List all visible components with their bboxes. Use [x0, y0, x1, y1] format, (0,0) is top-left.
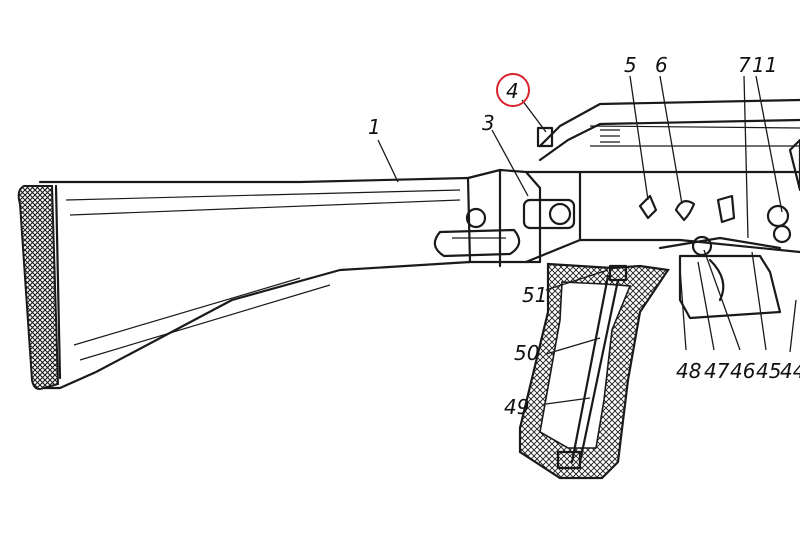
pistol-grip — [518, 262, 670, 480]
callout-50: 50 — [514, 341, 539, 365]
callout-44: 44 — [780, 359, 800, 383]
callout-51: 51 — [522, 283, 547, 307]
callout-6: 6 — [655, 53, 668, 77]
callout-45: 45 — [756, 359, 781, 383]
callout-5: 5 — [624, 53, 637, 77]
highlight-circle — [496, 73, 530, 107]
callout-48: 48 — [676, 359, 701, 383]
leader-lines — [377, 75, 797, 405]
sling-swivel — [433, 207, 521, 258]
callout-4: 4 — [506, 79, 519, 103]
callout-7: 7 — [738, 53, 751, 77]
callout-47: 47 — [704, 359, 730, 383]
receiver — [466, 98, 800, 268]
buttplate — [17, 185, 60, 390]
callout-46: 46 — [730, 359, 755, 383]
callout-3: 3 — [482, 111, 495, 135]
callout-49: 49 — [504, 395, 529, 419]
stock — [17, 176, 472, 390]
callout-1: 1 — [368, 115, 381, 139]
callout-11: 11 — [752, 53, 777, 77]
trigger-mechanism — [638, 138, 800, 320]
callout-labels: 1 3 4 5 6 7 11 51 50 49 48 47 46 45 44 — [368, 53, 800, 419]
